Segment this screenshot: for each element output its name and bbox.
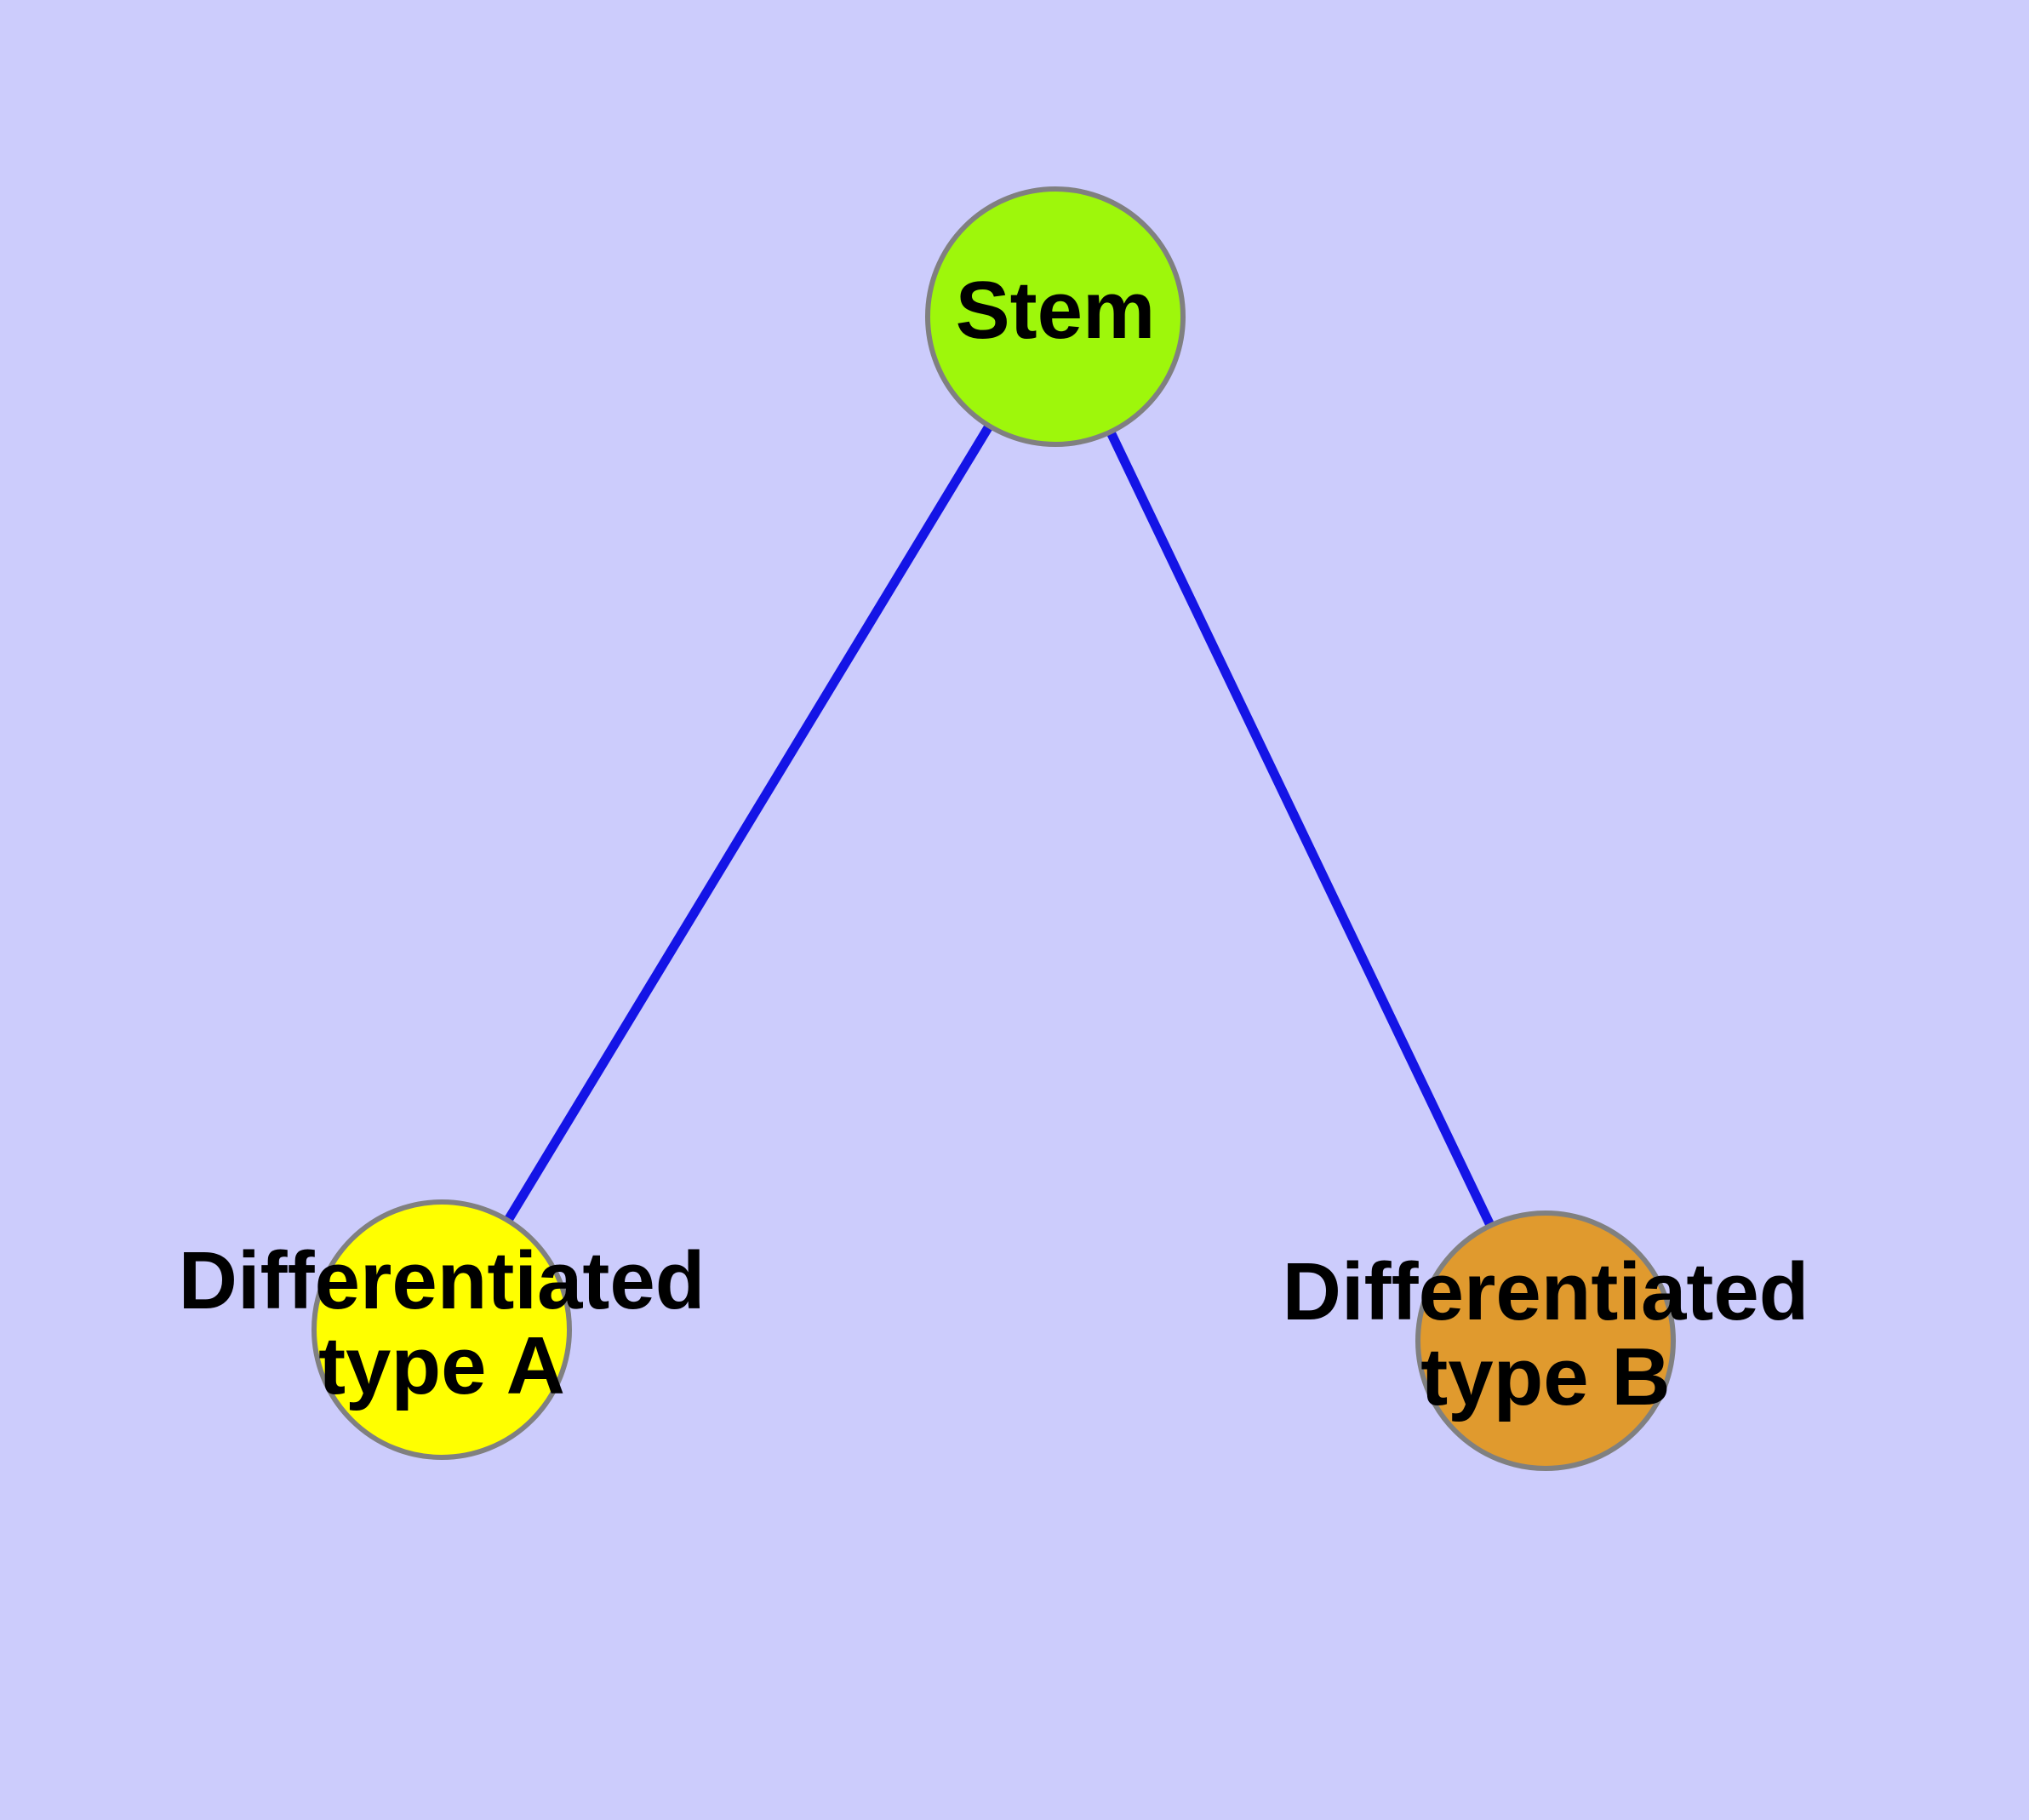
edge-stem-to-diff_b[interactable] — [1051, 314, 1550, 1343]
node-label-line: Stem — [956, 265, 1156, 356]
node-label-line: type B — [1420, 1331, 1670, 1422]
node-circle-diff_b[interactable] — [1415, 1210, 1676, 1471]
node-label-line: Differentiated — [1283, 1246, 1809, 1337]
node-label-line: Differentiated — [179, 1235, 706, 1326]
edge-layer — [437, 314, 1550, 1343]
node-circle-diff_a[interactable] — [311, 1199, 572, 1460]
node-stem[interactable]: Stem — [925, 186, 1186, 447]
node-circle-stem[interactable] — [925, 186, 1186, 447]
node-label-line: type A — [318, 1320, 565, 1411]
node-label-stem: Stem — [956, 265, 1156, 356]
edge-stem-to-diff_a[interactable] — [437, 314, 1060, 1332]
